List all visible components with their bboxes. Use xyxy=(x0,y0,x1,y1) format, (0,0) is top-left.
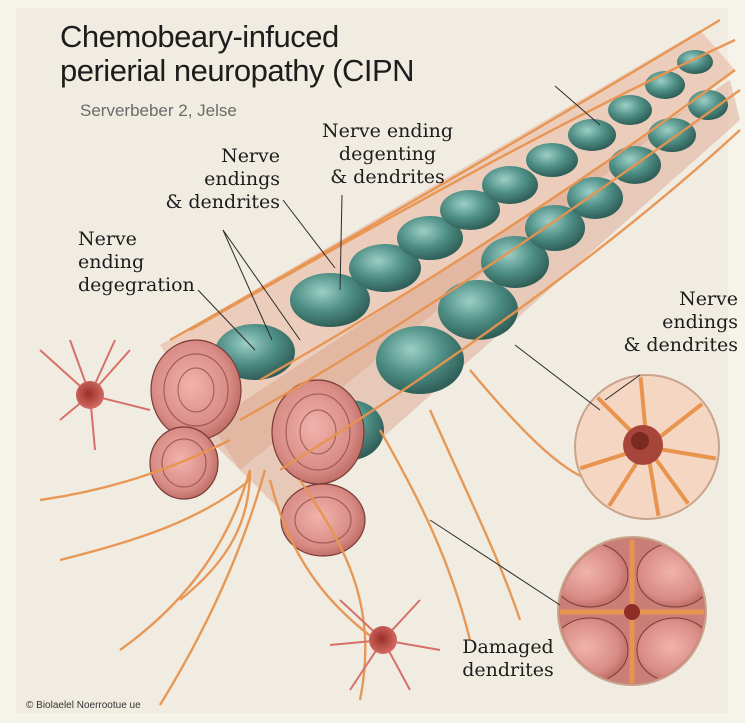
label-line: endings xyxy=(120,168,280,191)
label-nerve-endings-dendrites-right: Nerve endings & dendrites xyxy=(606,288,738,357)
label-line: dendrites xyxy=(452,659,564,682)
label-line: Nerve xyxy=(120,145,280,168)
label-damaged-dendrites: Damaged dendrites xyxy=(452,636,564,682)
neuron-left xyxy=(40,340,150,450)
magnified-damaged-dendrites xyxy=(552,537,713,690)
title-line-1: Chemobeary-infuced xyxy=(60,20,414,54)
label-line: Nerve xyxy=(606,288,738,311)
page-title: Chemobeary-infuced perierial neuropathy … xyxy=(60,20,414,88)
label-nerve-ending-degenerating-top: Nerve ending degenting & dendrites xyxy=(300,120,475,189)
label-line: Nerve ending xyxy=(300,120,475,143)
label-line: & dendrites xyxy=(606,334,738,357)
neuron-bottom xyxy=(330,600,440,690)
title-line-2: perierial neuropathy (CIPN xyxy=(60,54,414,88)
label-line: degenting xyxy=(300,143,475,166)
label-line: Nerve xyxy=(78,228,195,251)
label-nerve-endings-dendrites-left: Nerve endings & dendrites xyxy=(120,145,280,214)
label-line: & dendrites xyxy=(120,191,280,214)
label-line: & dendrites xyxy=(300,166,475,189)
label-line: degegration xyxy=(78,274,195,297)
label-line: Damaged xyxy=(452,636,564,659)
label-line: endings xyxy=(606,311,738,334)
footer-credit: © Biolaelel Noerrootue ue xyxy=(26,700,141,711)
label-line: ending xyxy=(78,251,195,274)
magnified-nerve-ending xyxy=(575,370,725,525)
label-nerve-ending-degeneration: Nerve ending degegration xyxy=(78,228,195,297)
page-subtitle: Serverbeber 2, Jelse xyxy=(80,101,237,121)
